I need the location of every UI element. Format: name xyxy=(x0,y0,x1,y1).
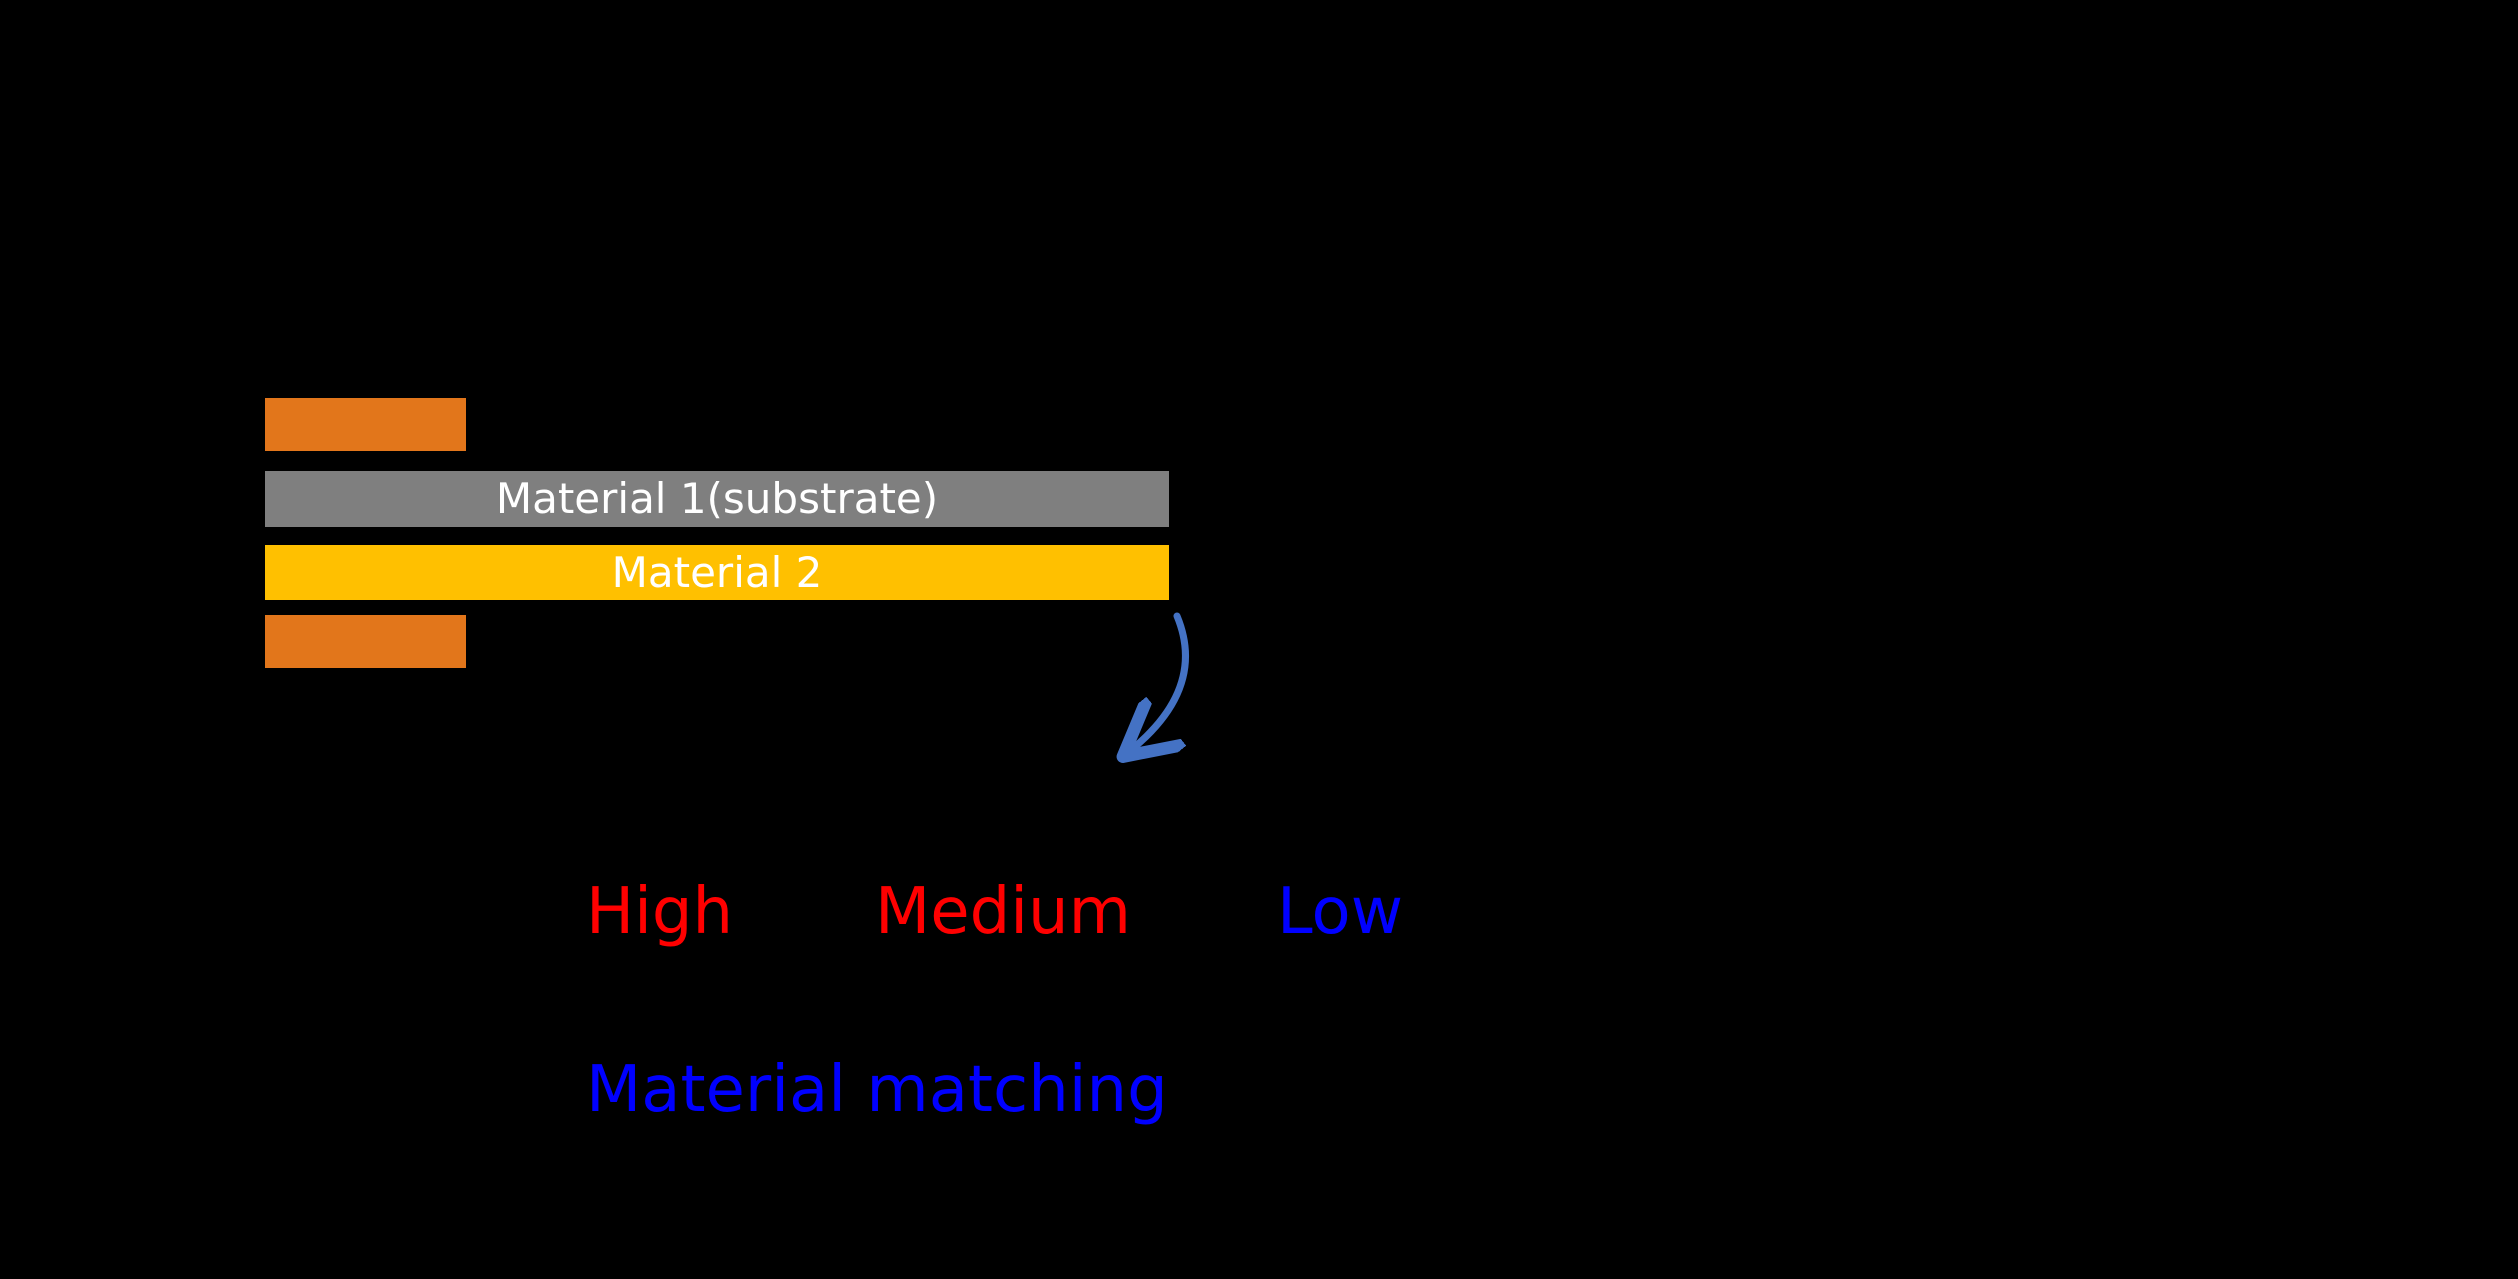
electrode-bar-bottom xyxy=(265,615,466,668)
rating-label-medium: Medium xyxy=(875,875,1131,949)
material1-label: Material 1(substrate) xyxy=(495,474,939,523)
rating-label-low: Low xyxy=(1277,875,1404,949)
curved-down-arrow-icon xyxy=(1105,610,1235,780)
material2-label: Material 2 xyxy=(611,547,823,597)
material-matching-caption: Material matching xyxy=(586,1053,1168,1127)
rating-label-high: High xyxy=(586,875,734,949)
electrode-bar-top xyxy=(265,398,466,451)
material2-bar: Material 2 xyxy=(265,545,1169,600)
material1-substrate-bar: Material 1(substrate) xyxy=(265,471,1169,527)
